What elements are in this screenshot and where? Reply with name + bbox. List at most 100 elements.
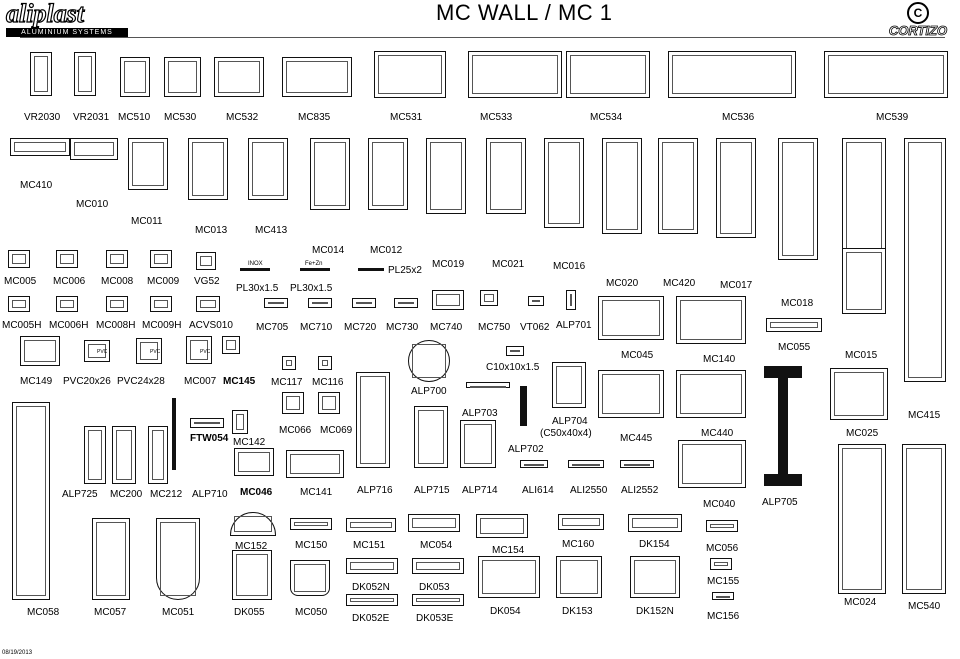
profile-mc009h xyxy=(150,296,172,312)
label-mc212: MC212 xyxy=(150,489,183,500)
profile-dk153 xyxy=(556,556,602,598)
profile-mc005h xyxy=(8,296,30,312)
profile-mc016 xyxy=(544,138,584,228)
label-mc145: MC145 xyxy=(223,376,256,387)
profile-dk053e xyxy=(412,594,464,606)
label-pl30b: PL30x1.5 xyxy=(290,283,333,294)
label-alp715: ALP715 xyxy=(414,485,450,496)
profile-mc116 xyxy=(318,356,332,370)
profile-mc533 xyxy=(468,51,562,98)
profile-mc012 xyxy=(368,138,408,210)
label-mc024: MC024 xyxy=(844,597,877,608)
profile-mc420 xyxy=(658,138,698,234)
profile-mc534 xyxy=(566,51,650,98)
profile-vr2030 xyxy=(30,52,52,96)
profile-mc141 xyxy=(286,450,344,478)
label-pl25: PL25x2 xyxy=(388,265,422,276)
pvc-tag-2: PVC xyxy=(150,349,161,355)
profile-mc540 xyxy=(902,444,946,594)
profile-alp705-web xyxy=(778,376,788,486)
label-mc530: MC530 xyxy=(164,112,197,123)
label-mc117: MC117 xyxy=(271,377,303,388)
profile-pl30-inox xyxy=(240,268,270,271)
profile-pl30-fezn xyxy=(300,268,330,271)
label-dk052n: DK052N xyxy=(352,582,390,593)
label-mc154: MC154 xyxy=(492,545,525,556)
label-mc046: MC046 xyxy=(240,487,273,498)
cortizo-logo: C CORTIZO xyxy=(880,2,956,38)
profile-mc069 xyxy=(318,392,340,414)
label-mc150: MC150 xyxy=(295,540,328,551)
label-mc420: MC420 xyxy=(663,278,696,289)
label-dk053: DK053 xyxy=(419,582,450,593)
pvc-tag-3: PVC xyxy=(200,349,211,355)
label-mc539: MC539 xyxy=(876,112,909,123)
label-mc009: MC009 xyxy=(147,276,180,287)
label-alp702: ALP702 xyxy=(508,444,544,455)
label-inox: INOX xyxy=(248,261,263,267)
label-alp704-sub: (C50x40x4) xyxy=(540,428,592,439)
label-mc410: MC410 xyxy=(20,180,53,191)
label-mc445: MC445 xyxy=(620,433,653,444)
profile-mc835 xyxy=(282,57,352,97)
profile-ali2552 xyxy=(620,460,654,468)
label-mc160: MC160 xyxy=(562,539,595,550)
label-mc055: MC055 xyxy=(778,342,811,353)
label-mc014: MC014 xyxy=(312,245,345,256)
label-mc156: MC156 xyxy=(707,611,740,622)
label-pvc2428: PVC24x28 xyxy=(117,376,165,387)
label-mc510: MC510 xyxy=(118,112,151,123)
label-mc057: MC057 xyxy=(94,607,127,618)
profile-mc013 xyxy=(188,138,228,200)
label-mc007: MC007 xyxy=(184,376,217,387)
profile-alp702 xyxy=(520,386,527,426)
profile-mc710 xyxy=(308,298,332,308)
profile-mc212 xyxy=(148,426,168,484)
profile-mc021 xyxy=(486,138,526,214)
label-mc540: MC540 xyxy=(908,601,941,612)
profile-mc150 xyxy=(290,518,332,530)
profile-mc011 xyxy=(128,138,168,190)
profile-mc024 xyxy=(838,444,886,594)
profile-dk154 xyxy=(628,514,682,532)
label-vr2030: VR2030 xyxy=(24,112,61,123)
profile-alp715 xyxy=(414,406,448,468)
label-mc532: MC532 xyxy=(226,112,259,123)
profile-alp725 xyxy=(84,426,106,484)
label-fezn: Fe+Zn xyxy=(305,261,323,267)
label-mc536: MC536 xyxy=(722,112,755,123)
profile-dk054 xyxy=(478,556,540,598)
profile-mc007 xyxy=(186,336,212,364)
profile-mc415-frame xyxy=(904,138,946,382)
label-mc413: MC413 xyxy=(255,225,288,236)
label-dk054: DK054 xyxy=(490,606,521,617)
profile-mc054 xyxy=(408,514,460,532)
profile-mc149 xyxy=(20,336,60,366)
label-alp703: ALP703 xyxy=(462,408,498,419)
profile-mc532 xyxy=(214,57,264,97)
label-mc152: MC152 xyxy=(235,541,268,552)
label-mc018: MC018 xyxy=(781,298,814,309)
aliplast-logo-subtitle: ALUMINIUM SYSTEMS xyxy=(6,28,128,37)
label-mc020: MC020 xyxy=(606,278,639,289)
profile-mc058 xyxy=(12,402,50,600)
label-mc141: MC141 xyxy=(300,487,333,498)
label-mc116: MC116 xyxy=(312,377,344,388)
profile-alp716 xyxy=(356,372,390,468)
label-mc054: MC054 xyxy=(420,540,453,551)
profile-mc025 xyxy=(830,368,888,420)
label-mc006: MC006 xyxy=(53,276,86,287)
label-alp714: ALP714 xyxy=(462,485,498,496)
aliplast-logo-word: aliplast xyxy=(5,0,85,28)
footer-date: 08/19/2013 xyxy=(2,650,33,656)
profile-mc200 xyxy=(112,426,136,484)
label-mc155: MC155 xyxy=(707,576,740,587)
profile-mc117 xyxy=(282,356,296,370)
profile-mc145 xyxy=(222,336,240,354)
label-mc415: MC415 xyxy=(908,410,941,421)
profile-c10 xyxy=(506,346,524,356)
label-mc025: MC025 xyxy=(846,428,879,439)
profile-mc410 xyxy=(10,138,70,156)
profile-dk053 xyxy=(412,558,464,574)
